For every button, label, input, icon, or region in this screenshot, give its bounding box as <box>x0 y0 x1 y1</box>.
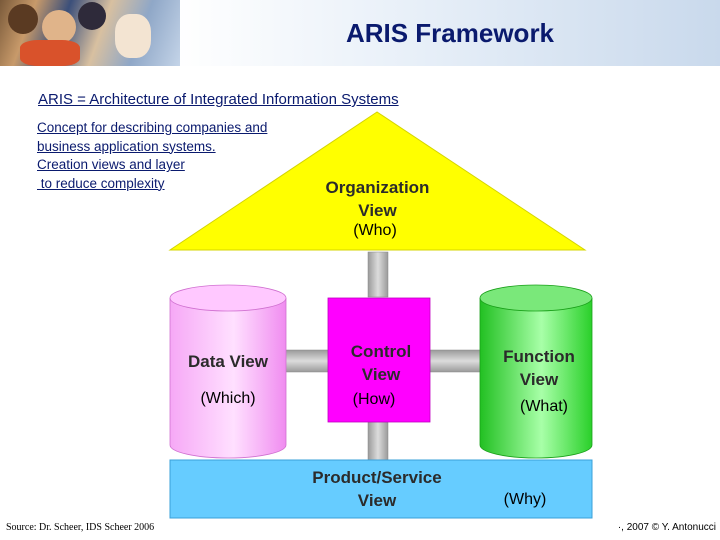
organization-view-label: Organization View <box>325 178 430 220</box>
control-question-label: (How) <box>352 391 396 408</box>
header-gradient-bar <box>175 0 720 66</box>
data-view-cylinder <box>169 298 287 459</box>
concept-line: Creation views and layer <box>37 157 185 172</box>
function-view-label: Function View <box>503 347 575 389</box>
product-service-view-label: Product/Service View <box>312 468 442 510</box>
function-view-cylinder <box>479 298 593 459</box>
product-service-view-box <box>169 459 593 519</box>
connector-bottom <box>367 421 389 463</box>
source-citation: Source: Dr. Scheer, IDS Scheer 2006 <box>6 522 155 533</box>
concept-line: business application systems. <box>37 138 216 154</box>
control-view-box <box>327 297 431 423</box>
organization-question-label: (Who) <box>353 222 397 239</box>
concept-line: Concept for describing companies and <box>37 120 268 135</box>
aris-definition: ARIS = Architecture of Integrated Inform… <box>38 91 399 108</box>
product-question-label: (Why) <box>503 491 547 508</box>
connector-top <box>367 251 389 298</box>
concept-text: Concept for describing companies and bus… <box>37 119 267 193</box>
business-people-photo <box>0 0 180 66</box>
connector-right <box>429 349 483 373</box>
data-question-label: (Which) <box>200 390 256 407</box>
page-title: ARIS Framework <box>345 18 555 48</box>
concept-line: to reduce complexity <box>37 175 165 191</box>
function-question-label: (What) <box>520 398 568 415</box>
data-view-label: Data View <box>187 352 268 371</box>
control-view-label: Control View <box>350 342 412 384</box>
connector-left <box>284 349 331 373</box>
header: ARIS Framework <box>0 0 720 66</box>
organization-view-shape <box>168 111 587 251</box>
copyright-notice: ·, 2007 © Y. Antonucci <box>617 522 716 533</box>
